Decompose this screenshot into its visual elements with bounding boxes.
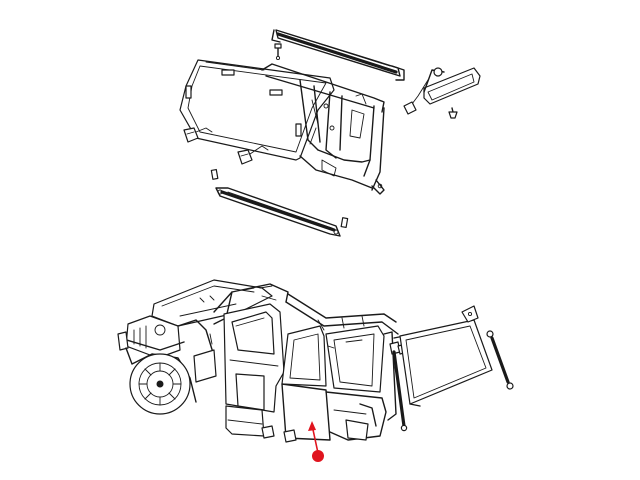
callout-indicator [308, 421, 324, 462]
header-fastener [274, 43, 282, 61]
windshield-header-bar [271, 29, 405, 81]
roof-panels [285, 293, 399, 335]
rear-quarter-panel [325, 391, 387, 441]
windshield-glass [179, 59, 335, 161]
vehicle-body-view [117, 279, 514, 443]
fender-cutout [193, 349, 217, 383]
liftgate-strut [486, 330, 514, 390]
clip-upper [210, 168, 219, 180]
rear-quarter-window [325, 325, 385, 393]
lower-bracket [261, 425, 297, 443]
windshield-assembly [179, 29, 481, 237]
windshield-frame [261, 63, 385, 195]
center-mounting-bracket [237, 145, 269, 165]
rear-door [281, 325, 331, 441]
prop-rod [392, 350, 408, 432]
left-mounting-bracket [183, 127, 213, 143]
front-grille [117, 315, 185, 359]
front-door [223, 303, 285, 413]
liftgate-glass [399, 319, 493, 407]
windshield-lower-seal [215, 187, 341, 237]
clip-lower [340, 217, 349, 229]
vehicle-windshield-frame [213, 283, 289, 325]
front-wheel [129, 353, 191, 415]
liftgate-hinge [461, 305, 479, 323]
callout-arrowhead [308, 421, 316, 431]
callout-marker-dot [312, 450, 324, 462]
rearview-mirror [403, 67, 481, 119]
front-door-lower-panel [225, 405, 265, 437]
